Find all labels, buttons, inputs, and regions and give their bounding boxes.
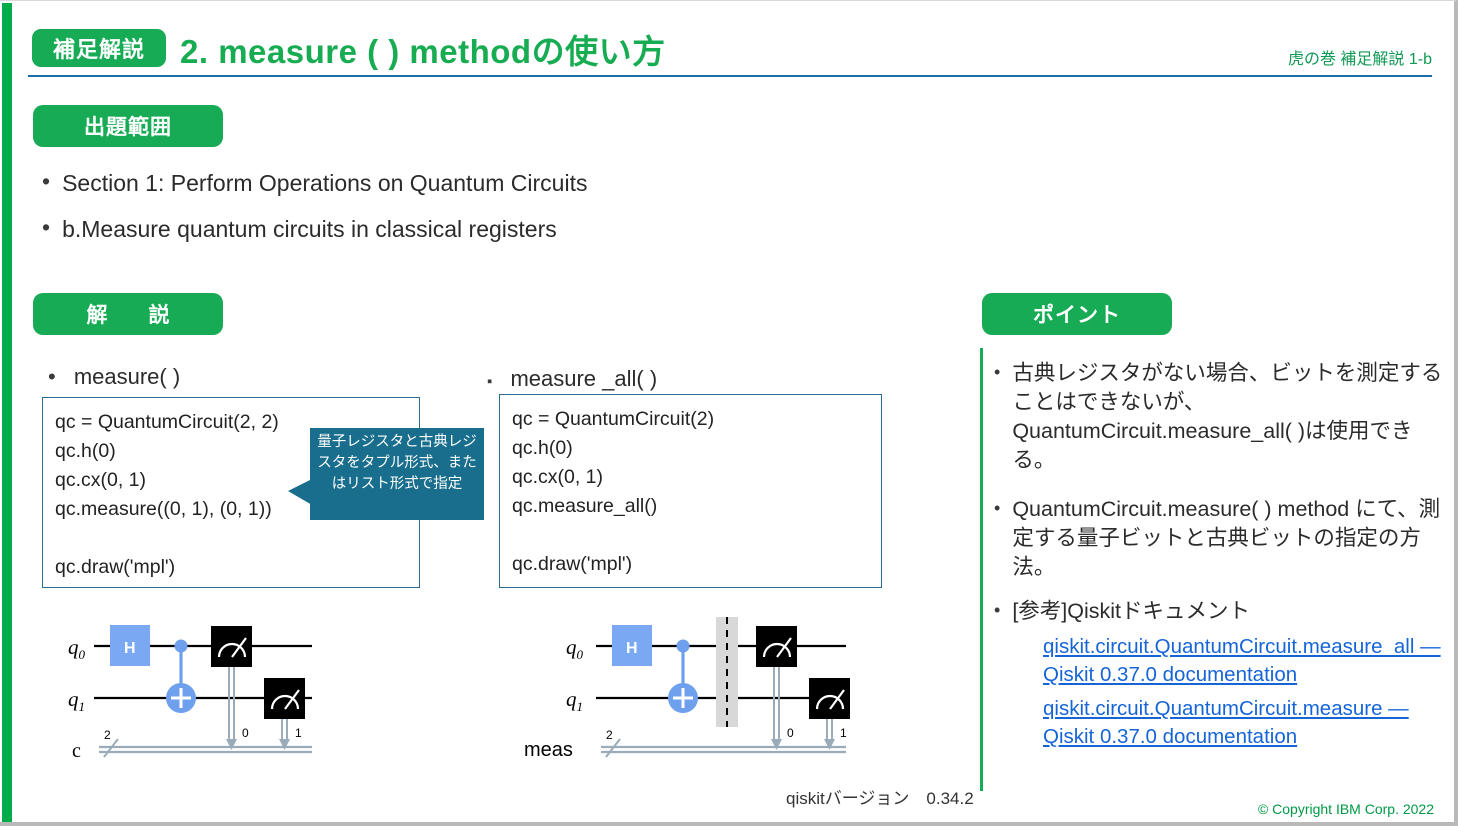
circuit-diagram-measure-all: q0 q1 meas 2 H 0 1 [524,617,850,761]
points-section-badge: ポイント [982,293,1172,335]
callout-tail-icon [288,479,312,505]
measure-gate-q1 [809,678,850,719]
reference-link-list: qiskit.circuit.QuantumCircuit.measure_al… [1043,633,1443,757]
point-list-item: • 古典レジスタがない場合、ビットを測定することはできないが、QuantumCi… [994,359,1446,475]
measure-bit-label-1: 1 [295,726,302,740]
doc-link-measure-all[interactable]: qiskit.circuit.QuantumCircuit.measure_al… [1043,635,1441,686]
classical-width-label: 2 [104,728,111,742]
h-gate-label: H [124,640,136,657]
explanation-section-badge: 解 説 [33,293,223,335]
scope-bullet-item: • Section 1: Perform Operations on Quant… [42,170,587,197]
header-badge: 補足解説 [32,29,166,67]
point-text: [参考]Qiskitドキュメント [1012,599,1251,623]
scope-bullet-item: • b.Measure quantum circuits in classica… [42,216,557,243]
qiskit-version-label: qiskitバージョン 0.34.2 [786,789,974,808]
bullet-dot-icon: • [48,364,56,389]
bullet-dot-icon: • [994,362,1001,382]
bullet-dot-icon: • [42,168,51,194]
header-reference-label: 虎の巻 補足解説 1-b [1287,51,1432,68]
scope-section-badge: 出題範囲 [33,105,223,147]
qubit-label-q1: q1 [68,687,85,714]
column-divider [980,348,983,791]
measure-gate-q1 [264,678,305,719]
point-text: 古典レジスタがない場合、ビットを測定することはできないが、QuantumCirc… [1012,361,1443,472]
callout-bubble: 量子レジスタと古典レジスタをタプル形式、またはリスト形式で指定 [310,428,484,520]
circuit-diagram-measure: q0 q1 c 2 H 0 1 [68,625,312,762]
measure-method-label-text: measure( ) [73,364,181,389]
header-divider [28,75,1432,77]
h-gate [612,625,652,666]
measure-gate-q0 [211,626,252,667]
scope-item-text: Section 1: Perform Operations on Quantum… [62,170,588,196]
classical-width-label: 2 [606,728,613,742]
qubit-label-q1: q1 [566,687,583,714]
bullet-dot-icon: • [994,600,1001,620]
h-gate-label: H [626,640,638,657]
page-title: 2. measure ( ) methodの使い方 [180,33,666,70]
cnot-control-dot [174,639,188,653]
measure-all-method-label: ▪ measure _all( ) [487,366,657,392]
qubit-label-q0: q0 [566,635,584,662]
bullet-dot-icon: • [994,498,1001,518]
copyright-label: © Copyright IBM Corp. 2022 [1257,801,1434,817]
measure-method-label: • measure( ) [48,364,180,390]
doc-link-measure[interactable]: qiskit.circuit.QuantumCircuit.measure — … [1043,697,1409,748]
point-text: QuantumCircuit.measure( ) method にて、測定する… [1012,497,1441,579]
left-accent-bar [2,3,12,822]
measure-bit-label-1: 1 [840,726,847,740]
measure-gate-q0 [756,626,797,667]
classical-register-label: meas [524,739,573,761]
measure-bit-label-0: 0 [787,726,794,740]
bullet-square-icon: ▪ [487,373,493,390]
point-list-item: • [参考]Qiskitドキュメント [994,597,1446,626]
measure-all-method-label-text: measure _all( ) [510,366,658,391]
classical-register-label: c [72,740,81,762]
h-gate [110,625,150,666]
cnot-control-dot [676,639,690,653]
code-block-measure-all: qc = QuantumCircuit(2) qc.h(0) qc.cx(0, … [499,394,882,588]
measure-bit-label-0: 0 [242,726,249,740]
qubit-label-q0: q0 [68,635,86,662]
scope-item-text: b.Measure quantum circuits in classical … [62,216,557,242]
point-list-item: • QuantumCircuit.measure( ) method にて、測定… [994,495,1446,582]
bullet-dot-icon: • [42,214,51,240]
